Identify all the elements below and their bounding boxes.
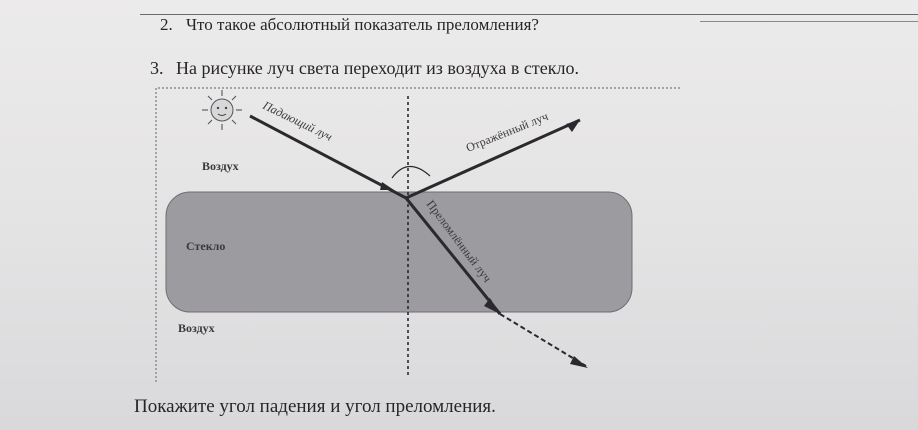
emergent-arrow [570,356,588,368]
question-2: 2. Что такое абсолютный показатель прелом… [160,15,539,35]
reflected-ray [405,118,581,200]
question-3-text: На рисунке луч света переходит из воздух… [176,58,579,78]
sun-icon [202,90,242,130]
question-3-number: 3. [150,58,164,78]
refraction-diagram: Падающий луч Отражённый луч Преломлённый… [155,87,680,382]
glass-label: Стекло [186,239,225,253]
refracted-arrow [484,298,500,314]
incident-ray [249,114,407,200]
refracted-ray [404,197,502,315]
air-top-label: Воздух [202,159,239,173]
emergent-ray [499,313,587,367]
reflected-ray-label: Отражённый луч [464,109,550,155]
figure-frame [155,87,680,382]
air-bottom-label: Воздух [178,321,215,335]
task-caption: Покажите угол падения и угол преломления… [134,396,496,417]
question-2-text: Что такое абсолютный показатель преломле… [186,15,539,34]
question-3: 3. На рисунке луч света переходит из возд… [150,58,579,79]
incident-ray-label: Падающий луч [260,98,335,144]
refraction-figure: Падающий луч Отражённый луч Преломлённый… [150,86,680,386]
top-rule-secondary [700,21,918,22]
glass-slab [165,191,633,313]
incidence-angle-arc [391,165,431,179]
reflected-arrow [566,120,580,132]
top-rule [140,14,918,15]
incident-arrow [380,182,394,190]
question-2-number: 2. [160,15,173,34]
